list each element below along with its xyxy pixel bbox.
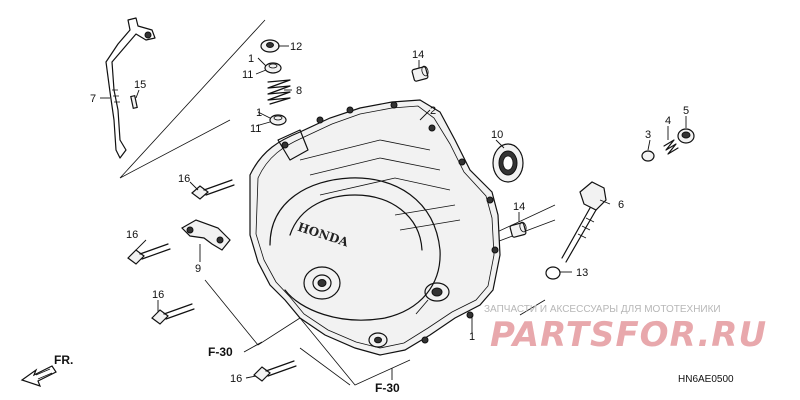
label-part-16-middle: 16 xyxy=(126,229,138,241)
label-part-1b: 1 xyxy=(256,107,262,119)
washer-upper[interactable] xyxy=(264,62,282,74)
cap[interactable] xyxy=(677,128,695,144)
leader-lines xyxy=(100,45,687,379)
ref-f30-left: F-30 xyxy=(208,345,233,359)
label-part-4: 4 xyxy=(665,115,671,127)
label-part-16-lower: 16 xyxy=(152,289,164,301)
bracket[interactable] xyxy=(181,219,231,251)
bolt-bottom[interactable] xyxy=(253,360,297,382)
label-part-16-upper: 16 xyxy=(178,173,190,185)
part-labels: 12 1 11 8 1 11 7 15 14 2 10 5 4 3 6 14 1… xyxy=(90,41,689,385)
diagram-code: HN6AE0500 xyxy=(678,374,734,385)
small-spring[interactable] xyxy=(663,139,679,155)
dowel-pin-lower[interactable] xyxy=(509,221,528,238)
label-part-5: 5 xyxy=(683,105,689,117)
watermark-tagline: ЗАПЧАСТИ И АКСЕССУАРЫ ДЛЯ МОТОТЕХНИКИ xyxy=(484,304,721,315)
shift-arm[interactable] xyxy=(105,17,156,159)
dipstick[interactable] xyxy=(561,181,607,263)
oil-seal[interactable] xyxy=(492,143,524,183)
label-part-12: 12 xyxy=(290,41,302,53)
label-part-11b: 11 xyxy=(250,123,261,135)
label-part-11a: 11 xyxy=(242,69,253,81)
label-part-2: 2 xyxy=(430,105,436,117)
label-part-16-bottom: 16 xyxy=(230,373,242,385)
spring[interactable] xyxy=(267,79,291,105)
crankcase-cover[interactable]: HONDA xyxy=(249,99,501,356)
washer-lower[interactable] xyxy=(269,114,287,126)
label-part-1-right: 1 xyxy=(469,331,475,343)
bolt-middle[interactable] xyxy=(127,243,171,265)
pin[interactable] xyxy=(130,95,138,109)
label-part-1a: 1 xyxy=(248,53,254,65)
label-part-13: 13 xyxy=(576,267,588,279)
front-arrow-label: FR. xyxy=(54,353,73,367)
o-ring[interactable] xyxy=(545,266,561,280)
label-part-3: 3 xyxy=(645,129,651,141)
plunger[interactable] xyxy=(641,150,655,162)
label-part-7: 7 xyxy=(90,93,96,105)
label-part-14-upper: 14 xyxy=(412,49,424,61)
watermark-logo: PARTSFOR.RU xyxy=(490,315,767,355)
ref-f30-bottom: F-30 xyxy=(375,381,400,395)
label-part-10: 10 xyxy=(491,129,503,141)
reference-labels: F-30 F-30 xyxy=(208,341,400,395)
label-part-9: 9 xyxy=(195,263,201,275)
label-part-15: 15 xyxy=(134,79,146,91)
watermark: ЗАПЧАСТИ И АКСЕССУАРЫ ДЛЯ МОТОТЕХНИКИ PA… xyxy=(484,304,767,355)
dowel-pin-upper[interactable] xyxy=(411,65,430,82)
front-arrow: FR. xyxy=(20,353,73,387)
bolt-lower[interactable] xyxy=(151,303,195,325)
bolt-upper[interactable] xyxy=(191,179,235,200)
nut[interactable] xyxy=(260,39,280,53)
label-part-6: 6 xyxy=(618,199,624,211)
label-part-14-lower: 14 xyxy=(513,201,525,213)
label-part-8: 8 xyxy=(296,85,302,97)
